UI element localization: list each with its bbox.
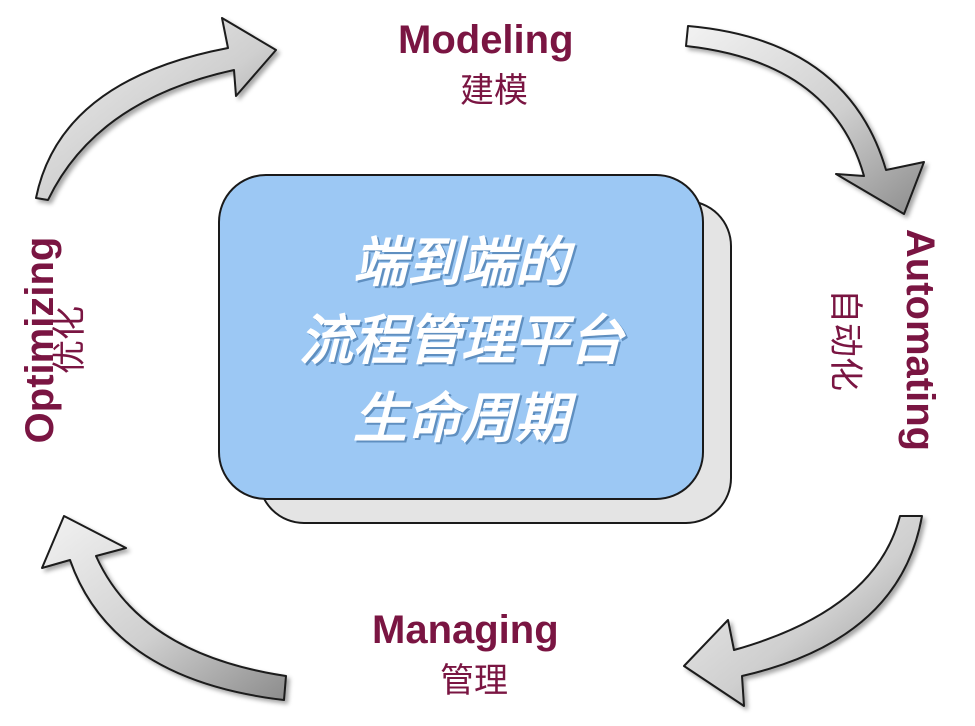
center-line-2: 流程管理平台 [299, 309, 623, 372]
stage-optimizing-zh-label: 优化 [50, 306, 90, 374]
stage-modeling-label: Modeling [398, 18, 574, 62]
center-line-1: 端到端的 [353, 231, 569, 294]
arrow-managing-to-optimizing [41, 515, 287, 701]
stage-automating-label: Automating [898, 228, 942, 452]
arrow-automating-to-managing [683, 515, 923, 707]
center-line-3: 生命周期 [353, 387, 569, 450]
center-box-text: 端到端的 流程管理平台 生命周期 [218, 224, 704, 458]
arrow-optimizing-to-modeling [35, 17, 277, 201]
arrow-modeling-to-automating [685, 25, 925, 215]
stage-managing-zh-label: 管理 [440, 661, 508, 701]
stage-managing-label: Managing [372, 608, 559, 652]
center-box [218, 174, 704, 500]
stage-automating-zh-label: 自动化 [825, 289, 865, 391]
stage-modeling-zh-label: 建模 [460, 71, 528, 111]
